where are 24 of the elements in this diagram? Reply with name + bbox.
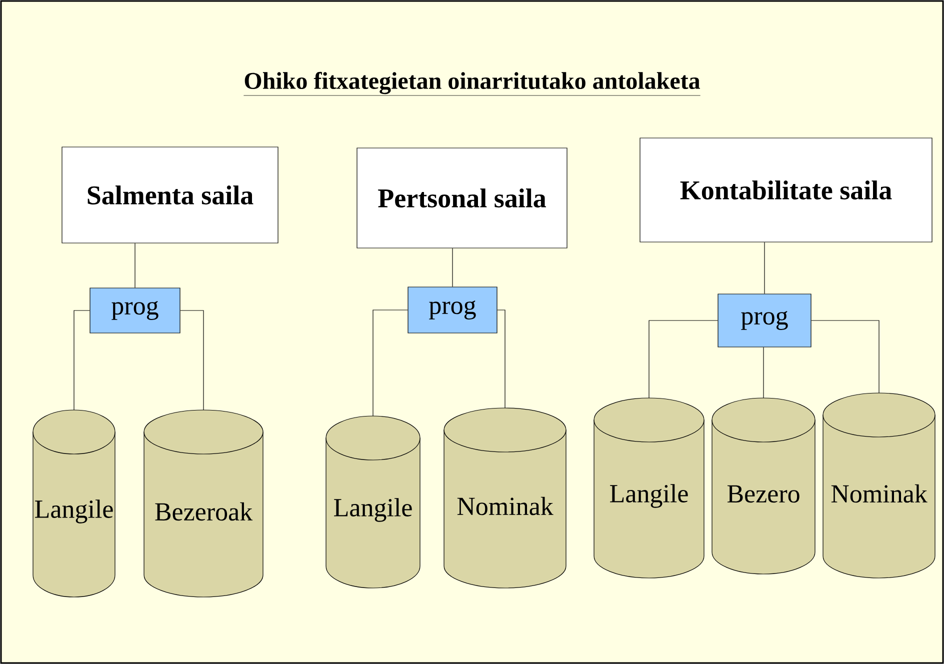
connector-line <box>372 310 408 416</box>
database-cylinder: Nominak <box>444 408 566 588</box>
connector-line <box>811 320 880 394</box>
database-cylinder: Langile <box>594 398 704 578</box>
database-cylinder: Langile <box>32 410 116 598</box>
connector-line <box>763 347 764 398</box>
database-cylinder: Nominak <box>822 392 936 578</box>
database-cylinder: Bezeroak <box>144 410 264 598</box>
program-box: prog <box>408 286 498 334</box>
connector-line <box>648 320 718 398</box>
connector-line <box>180 310 204 410</box>
department-box: Pertsonal saila <box>356 148 568 248</box>
database-cylinder: Langile <box>326 416 420 588</box>
database-cylinder: Bezero <box>712 398 816 574</box>
department-box: Salmenta saila <box>62 146 278 244</box>
connector-line <box>764 242 765 294</box>
connector-line <box>134 243 136 288</box>
connector-line <box>452 248 453 287</box>
connector-line <box>74 310 90 410</box>
connector-line <box>497 310 506 408</box>
program-box: prog <box>90 288 180 334</box>
program-box: prog <box>718 294 812 348</box>
title: Ohiko fitxategietan oinarritutako antolaketa <box>243 72 701 96</box>
department-box: Kontabilitate saila <box>640 138 932 242</box>
